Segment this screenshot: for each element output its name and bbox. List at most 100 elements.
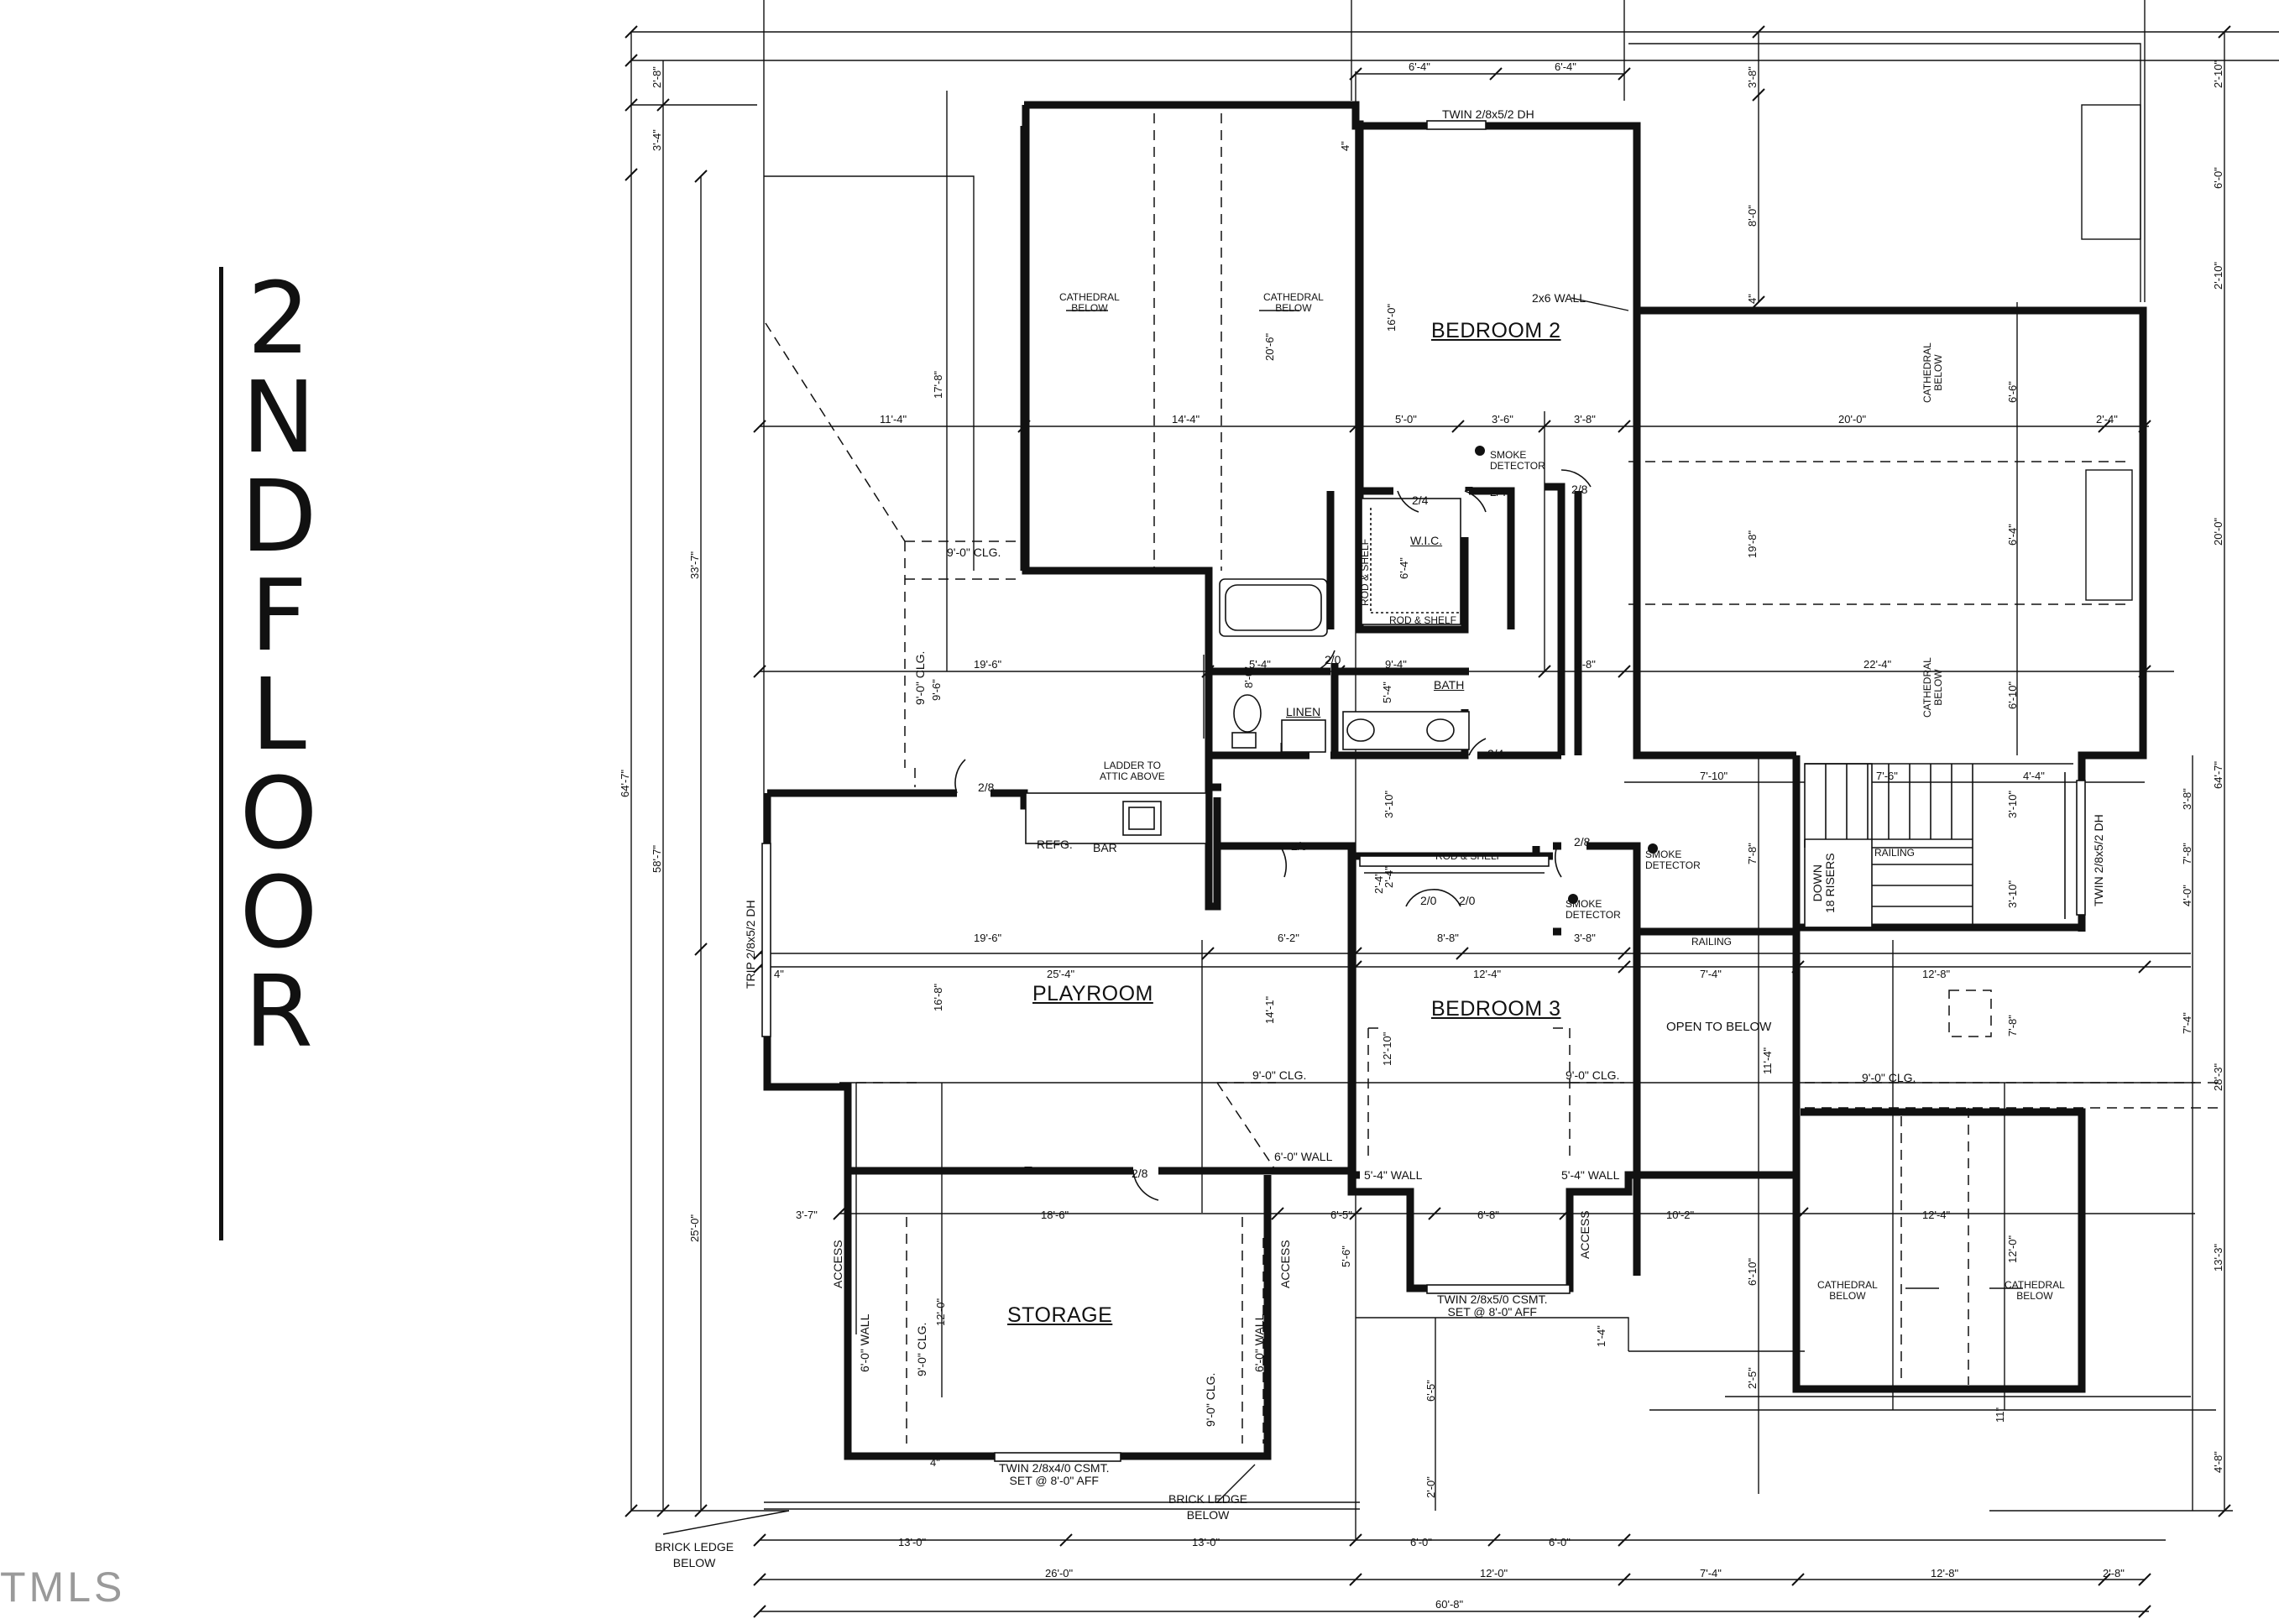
window-note-left: TRIP 2/8x5/2 DH [744, 900, 757, 989]
dimension: 11'-4" [1761, 1047, 1774, 1074]
dimension: 17'-8" [932, 370, 944, 399]
bedroom-3-label: BEDROOM 3 [1431, 997, 1561, 1021]
fixtures [1025, 498, 1873, 928]
railing-note: RAILING [1874, 847, 1916, 859]
dimension: 4'-8" [2212, 1451, 2224, 1473]
dimension: 7'-4" [1700, 968, 1722, 980]
dimension-lines [630, 0, 2279, 1612]
dimension: 4'-0" [2181, 885, 2193, 906]
rod-shelf-note: ROD & SHELF [1359, 538, 1371, 606]
dimension: 25'-4" [1047, 968, 1075, 980]
dimension: 6'-0" [2212, 167, 2224, 189]
dimension: 12'-8" [1931, 1567, 1959, 1580]
door-size: 2/8 [1571, 483, 1588, 496]
bar-label: BAR [1093, 841, 1117, 854]
dimension: 28'-3" [2212, 1063, 2224, 1091]
wall-height-note: 6'-0" WALL [858, 1313, 871, 1372]
dimension: 6'-5" [1330, 1209, 1352, 1221]
dimension: 5'-0" [1395, 413, 1417, 426]
linen-label: LINEN [1286, 705, 1321, 718]
dimension: 60'-8" [1435, 1598, 1464, 1611]
dimension: 9'-4" [1385, 658, 1407, 671]
dimension: 6'-4" [2006, 524, 2019, 546]
door-size: 2/0 [1325, 653, 1341, 666]
dimension: 3'-8" [1574, 932, 1596, 944]
dimension: 2'-8" [651, 66, 663, 88]
dimension: 2'-10" [2212, 261, 2224, 290]
dimension: 6'-10" [2006, 681, 2019, 709]
access-label: ACCESS [1278, 1240, 1292, 1288]
dimension: 20'-0" [1838, 413, 1867, 426]
dimension: 3'-8" [2181, 788, 2193, 810]
dimension: 4" [1746, 294, 1759, 304]
dimension: 10'-2" [1666, 1209, 1695, 1221]
dimension: 8'-0" [1746, 205, 1759, 227]
dimension: 6'-2" [1278, 932, 1299, 944]
dimension: 3'-4" [651, 129, 663, 151]
wall-height-note: 5'-4" WALL [1561, 1168, 1620, 1182]
title-letter: O [239, 854, 318, 970]
door-size: 2/4 [1412, 493, 1429, 507]
dimension: 33'-7" [688, 551, 701, 579]
dimension: 20'-6" [1263, 332, 1276, 361]
dimension: 7'-8" [1746, 843, 1759, 864]
dimension: 12'-0" [934, 1298, 947, 1326]
ceiling-note: 9'-0" CLG. [1252, 1068, 1307, 1082]
roof-outlines [764, 43, 2141, 1510]
bedroom-2-label: BEDROOM 2 [1431, 319, 1561, 342]
dimension: 19'-6" [974, 932, 1002, 944]
dimension: 19'-6" [974, 658, 1002, 671]
dimension: 12'-4" [1473, 968, 1502, 980]
window-note-right: TWIN 2/8x5/2 DH [2092, 814, 2105, 906]
railing-note: RAILING [1691, 936, 1733, 948]
dimension: 13'-0" [898, 1536, 927, 1548]
dimension: 12'-8" [1922, 968, 1951, 980]
dimension: 3'-6" [1492, 413, 1513, 426]
open-to-below-label: OPEN TO BELOW [1666, 1020, 1772, 1034]
dimension: 12'-0" [2006, 1235, 2019, 1263]
dimension: 58'-7" [651, 844, 663, 873]
title-letter: R [244, 953, 313, 1069]
wall-height-note: 5'-4" WALL [1364, 1168, 1423, 1182]
door-size: 2/4 [1487, 747, 1504, 760]
dimension: 7'-6" [1876, 770, 1898, 782]
bath-label: BATH [1434, 678, 1465, 692]
dimension: 25'-0" [688, 1214, 701, 1242]
dimension: 13'-3" [2212, 1243, 2224, 1272]
dimension: 5'-4" [1249, 658, 1271, 671]
title-letter: D [240, 458, 317, 574]
casement-note-storage: TWIN 2/8x4/0 CSMT.SET @ 8'-0" AFF [999, 1461, 1110, 1487]
title-letter: L [251, 656, 306, 772]
door-size: 2/8 [1574, 835, 1591, 849]
wall-height-note: 6'-0" WALL [1274, 1150, 1333, 1163]
door-size: 2/8 [1132, 1167, 1148, 1180]
dimension: 6'-0" [1549, 1536, 1571, 1548]
dimension: 12'-10" [1381, 1031, 1393, 1066]
dimension: 16'-8" [932, 983, 944, 1011]
dimension: 3'-7" [796, 1209, 818, 1221]
ceiling-lines [765, 113, 2220, 1444]
dimension: 4" [774, 968, 784, 980]
door-size: 2/4 [1490, 485, 1507, 499]
dimension: 2'-0" [1424, 1476, 1437, 1498]
dimension: 13'-0" [1192, 1536, 1221, 1548]
dimension: 19'-8" [1746, 530, 1759, 558]
dimension: 7'-8" [2006, 1015, 2019, 1037]
dimension: 5'-6" [1340, 1245, 1352, 1267]
door-size: 2/0 [1459, 894, 1476, 907]
doors [954, 469, 1592, 1201]
dimension: 11" [1994, 1407, 2006, 1423]
casement-note-bedroom3: TWIN 2/8x5/0 CSMT.SET @ 8'-0" AFF [1437, 1292, 1548, 1319]
dimension: 7'-8" [2181, 843, 2193, 864]
leaders [662, 297, 2023, 1535]
dimension: 6'-4" [1555, 60, 1576, 73]
storage-label: STORAGE [1007, 1303, 1113, 1327]
dimension: 2'-8" [2103, 1567, 2125, 1580]
wic-label: W.I.C. [1410, 534, 1443, 547]
windows [761, 120, 2086, 1462]
dimension: 3'-8" [1574, 658, 1596, 671]
